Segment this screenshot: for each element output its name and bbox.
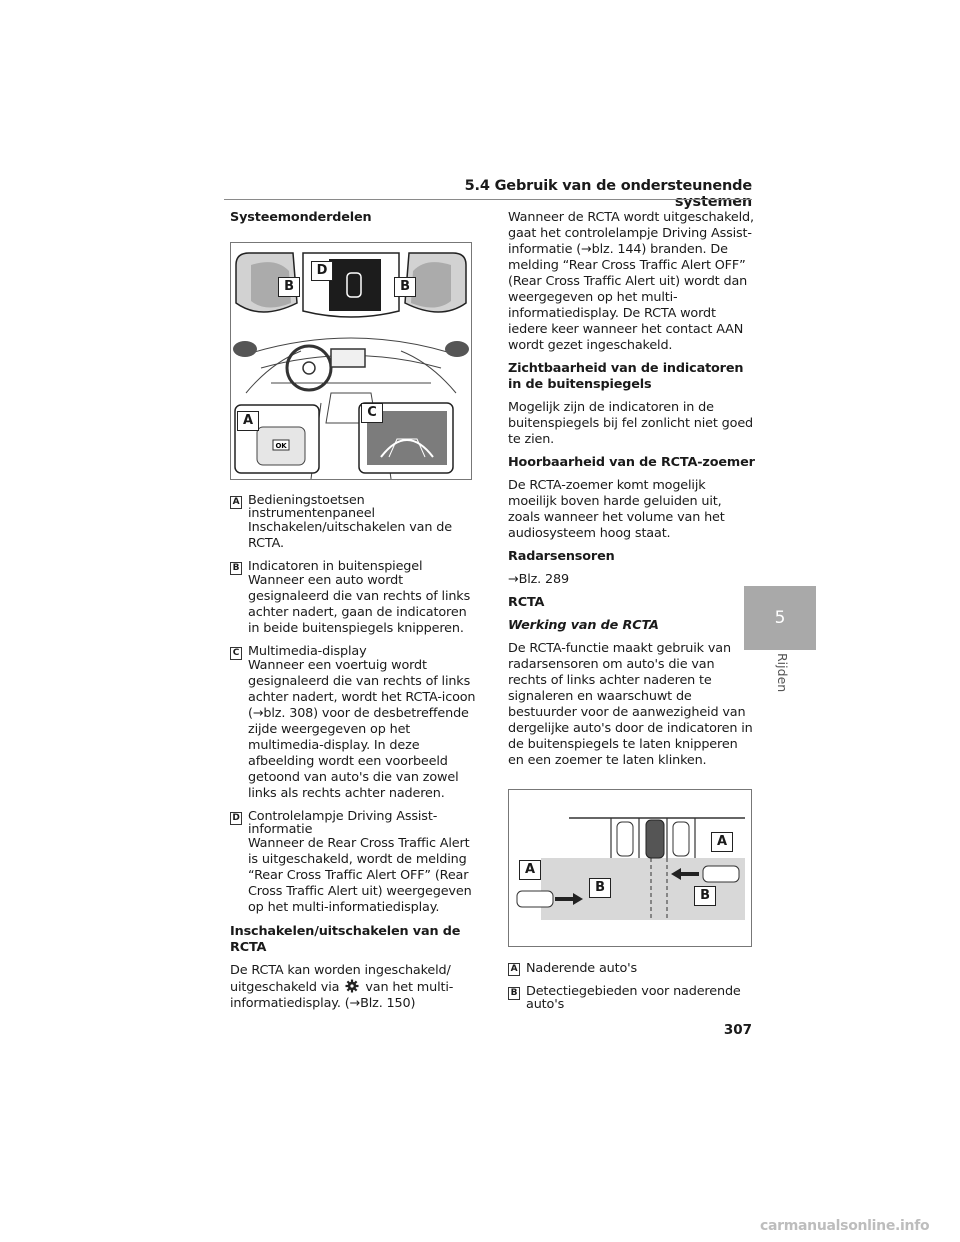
paragraph-rcta-off: Wanneer de RCTA wordt uitgeschakeld, gaa…: [508, 210, 754, 353]
key-badge: B: [508, 987, 520, 1000]
figure-label-a-left: A: [519, 860, 541, 880]
own-car-icon: [645, 819, 665, 859]
parked-car-icon: [616, 821, 634, 857]
key-badge: A: [508, 963, 520, 976]
item-title: Indicatoren in buitenspiegel: [248, 559, 423, 574]
left-mirror-icon: [233, 341, 257, 357]
heading-system-components: Systeemonderdelen: [230, 210, 372, 225]
paragraph-enable-disable: De RCTA kan worden ingeschakeld/ uitgesc…: [230, 963, 476, 1012]
key-badge: C: [230, 647, 242, 660]
figure-label-b-left: B: [278, 277, 300, 297]
item-title: Multimedia-display: [248, 644, 367, 659]
item-b: B Indicatoren in buitenspiegel Wanneer e…: [230, 560, 476, 637]
item-body: Inschakelen/uitschakelen van de RCTA.: [248, 520, 452, 551]
heading-rcta: RCTA: [508, 595, 545, 610]
item-a: A Bedieningstoetsen instrumentenpaneel I…: [230, 494, 476, 552]
heading-visibility: Zichtbaarheid van de indicatoren in de b…: [508, 361, 744, 392]
arrow-left-icon: [671, 868, 699, 880]
key-badge: A: [230, 496, 242, 509]
key-badge: D: [230, 812, 242, 825]
right-column: Wanneer de RCTA wordt uitgeschakeld, gaa…: [508, 210, 756, 1019]
heading-operation: Werking van de RCTA: [508, 618, 659, 633]
heading-audibility: Hoorbaarheid van de RCTA-zoemer: [508, 455, 755, 470]
center-screen-icon: [330, 348, 366, 368]
page-number: 307: [723, 1022, 752, 1038]
figure-parking-detection: A A B B: [508, 789, 752, 947]
item-approaching-cars: A Naderende auto's: [508, 961, 756, 977]
item-body: Wanneer een auto wordt gesignaleerd die …: [248, 573, 471, 636]
steering-wheel-icon: [285, 344, 333, 392]
key-badge: B: [230, 562, 242, 575]
svg-text:OK: OK: [275, 442, 287, 450]
item-d: D Controlelampje Driving Assist-informat…: [230, 810, 476, 916]
figure-label-a-right: A: [711, 832, 733, 852]
item-title: Controlelampje Driving Assist-informatie: [248, 809, 438, 837]
item-body: Wanneer de Rear Cross Traffic Alert is u…: [248, 836, 472, 915]
item-title: Naderende auto's: [526, 961, 638, 976]
heading-enable-disable: Inschakelen/uitschakelen van de RCTA: [230, 924, 461, 955]
item-title: Detectiegebieden voor naderende auto's: [526, 984, 741, 1012]
text-after-icon: van het multi-informatiedisplay. (→Blz. …: [230, 980, 454, 1011]
left-column: Systeemonderdelen: [230, 210, 476, 1019]
figure-label-a: A: [237, 411, 259, 431]
figure-label-b-left: B: [589, 878, 611, 898]
approaching-car-right-icon: [702, 865, 740, 883]
figure-label-d: D: [311, 261, 333, 281]
approaching-car-left-icon: [516, 890, 554, 908]
item-body: Wanneer een voertuig wordt gesignaleerd …: [248, 658, 476, 801]
item-detection-areas: B Detectiegebieden voor naderende auto's: [508, 985, 756, 1011]
page-header: 5.4 Gebruik van de ondersteunende system…: [464, 178, 753, 210]
chapter-tab: 5: [744, 586, 816, 650]
item-title: Bedieningstoetsen instrumentenpaneel: [248, 493, 375, 521]
figure-system-components: OK B B D A C: [230, 242, 472, 480]
paragraph-radar: →Blz. 289: [508, 572, 569, 587]
arrow-right-icon: [555, 893, 583, 905]
watermark: carmanualsonline.info: [760, 1218, 930, 1234]
paragraph-operation: De RCTA-functie maakt gebruik van radars…: [508, 641, 753, 768]
paragraph-audibility: De RCTA-zoemer komt mogelijk moeilijk bo…: [508, 478, 725, 541]
header-rule: [224, 199, 752, 200]
figure-label-b-right: B: [394, 277, 416, 297]
figure-label-b-right: B: [694, 886, 716, 906]
chapter-label: Rijden: [775, 653, 790, 693]
item-c: C Multimedia-display Wanneer een voertui…: [230, 645, 476, 802]
parked-car-icon: [672, 821, 690, 857]
car-indicator-icon: [346, 272, 362, 298]
figure-label-c: C: [361, 403, 383, 423]
gear-icon: [345, 979, 359, 993]
right-mirror-icon: [445, 341, 469, 357]
parking-illustration: [516, 817, 745, 920]
heading-radar: Radarsensoren: [508, 549, 615, 564]
text-before-icon: De RCTA kan worden ingeschakeld/ uitgesc…: [230, 963, 451, 995]
paragraph-visibility: Mogelijk zijn de indicatoren in de buite…: [508, 400, 754, 447]
dashboard-illustration: OK: [233, 252, 469, 480]
